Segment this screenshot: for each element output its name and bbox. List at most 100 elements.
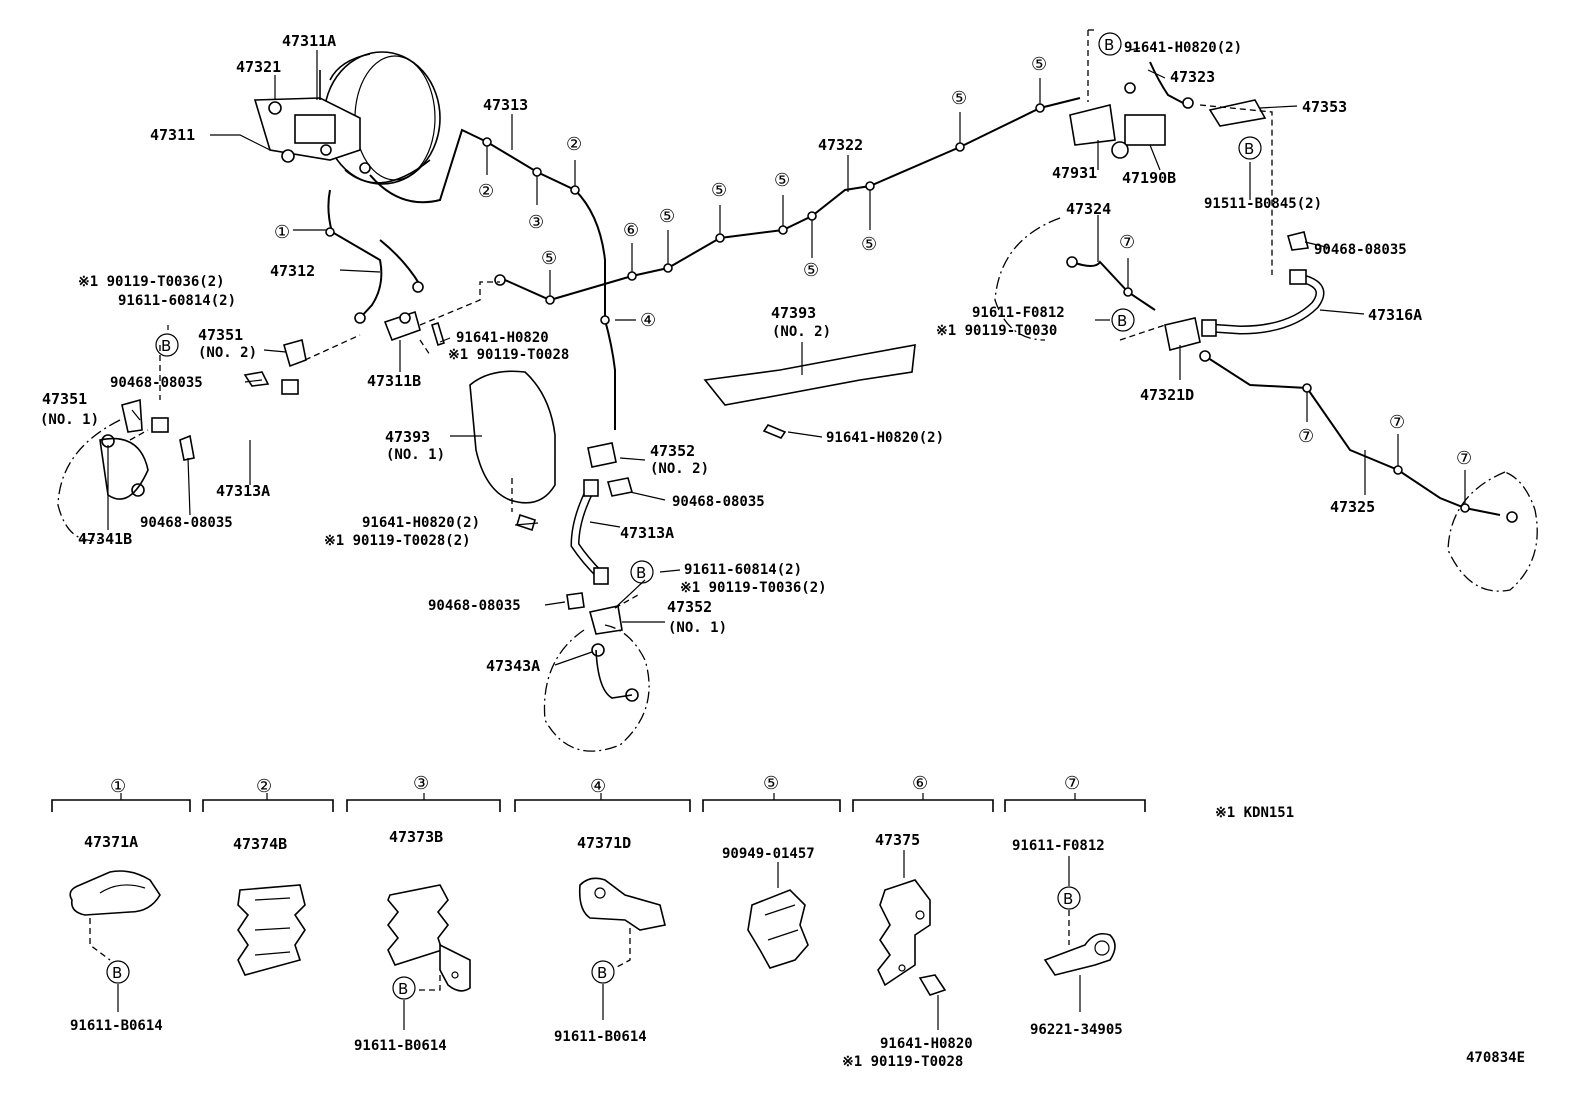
label-47343A: 47343A <box>486 657 540 675</box>
legend-b-marker: B <box>597 964 607 982</box>
label-91641-H0820-2-top: 91641-H0820(2) <box>1124 40 1242 56</box>
dashed-links <box>129 29 1273 609</box>
label-91641-H0820-mid: 91641-H0820 <box>456 330 549 346</box>
legend-47371A: 47371A <box>84 833 138 851</box>
label-91511-B0845-2: 91511-B0845(2) <box>1204 196 1322 212</box>
wheel-outlines <box>57 217 1538 752</box>
label-90119-T0028-mid: ※1 90119-T0028 <box>448 347 569 363</box>
clamp-legend: ① ② ③ ④ ⑤ ⑥ ⑦ 47371A B 91611-B0614 47374… <box>51 773 1146 1070</box>
legend-callout-2: ② <box>256 776 272 797</box>
callout-7: ⑦ <box>1119 232 1135 253</box>
brake-booster <box>253 51 441 185</box>
legend-b-marker: B <box>398 980 408 998</box>
legend-b-marker: B <box>112 964 122 982</box>
label-47313A-left: 47313A <box>216 482 270 500</box>
legend-47373B: 47373B <box>389 828 443 846</box>
label-47324: 47324 <box>1066 200 1111 218</box>
label-91641-H0820-2-right: 91641-H0820(2) <box>826 430 944 446</box>
label-90468-08035-center: 90468-08035 <box>672 494 765 510</box>
legend-91641-H0820: 91641-H0820 <box>880 1036 973 1052</box>
callout-7: ⑦ <box>1298 426 1314 447</box>
label-90468-08035-right: 90468-08035 <box>1314 242 1407 258</box>
callout-4: ④ <box>640 310 656 331</box>
label-47351-no2-sub: (NO. 2) <box>198 345 257 361</box>
label-47190B: 47190B <box>1122 169 1176 187</box>
label-47313: 47313 <box>483 96 528 114</box>
model-note-kdn151: ※1 KDN151 <box>1215 805 1294 821</box>
label-91611-F0812-mid: 91611-F0812 <box>972 305 1065 321</box>
label-47393-no1-sub: (NO. 1) <box>386 447 445 463</box>
label-47321: 47321 <box>236 58 281 76</box>
label-47311A: 47311A <box>282 32 336 50</box>
callout-5: ⑤ <box>774 170 790 191</box>
label-90119-T0036-2-left: ※1 90119-T0036(2) <box>78 274 225 290</box>
callout-1: ① <box>274 222 290 243</box>
tube-nodes <box>325 78 1470 513</box>
label-47351-no2: 47351 <box>198 326 243 344</box>
callout-5: ⑤ <box>803 260 819 281</box>
callout-6: ⑥ <box>623 220 639 241</box>
label-47393-no1: 47393 <box>385 428 430 446</box>
legend-90119-T0028: ※1 90119-T0028 <box>842 1054 963 1070</box>
b-marker: B <box>1244 140 1254 158</box>
legend-47371D: 47371D <box>577 834 631 852</box>
callout-5: ⑤ <box>1031 54 1047 75</box>
label-47393-no2-sub: (NO. 2) <box>772 324 831 340</box>
b-marker: B <box>636 564 646 582</box>
label-47311: 47311 <box>150 126 195 144</box>
legend-47374B: 47374B <box>233 835 287 853</box>
brackets <box>101 82 1518 702</box>
figure-id: 470834E <box>1466 1050 1525 1066</box>
b-marker: B <box>1104 36 1114 54</box>
callout-markers: ① ② ③ ② ④ ⑤ ⑥ ⑤ ⑤ ⑤ ⑤ ⑤ ⑤ ⑤ ⑦ ⑦ ⑦ ⑦ <box>274 54 1472 469</box>
legend-47375: 47375 <box>875 831 920 849</box>
label-47316A: 47316A <box>1368 306 1422 324</box>
label-47352-no1-sub: (NO. 1) <box>668 620 727 636</box>
callout-5: ⑤ <box>659 206 675 227</box>
label-90468-08035-bl: 90468-08035 <box>140 515 233 531</box>
callout-3: ③ <box>528 212 544 233</box>
b-markers: B B B B B <box>155 32 1262 584</box>
legend-callout-1: ① <box>110 776 126 797</box>
callout-2: ② <box>478 181 494 202</box>
label-47321D: 47321D <box>1140 386 1194 404</box>
legend-callout-7: ⑦ <box>1064 773 1080 794</box>
label-90468-08035-left: 90468-08035 <box>110 375 203 391</box>
label-90119-T0030: ※1 90119-T0030 <box>936 323 1057 339</box>
label-47325: 47325 <box>1330 498 1375 516</box>
callout-5: ⑤ <box>541 248 557 269</box>
label-47341B: 47341B <box>78 530 132 548</box>
label-47393-no2: 47393 <box>771 304 816 322</box>
callout-5: ⑤ <box>711 180 727 201</box>
label-47323: 47323 <box>1170 68 1215 86</box>
legend-callout-5: ⑤ <box>763 773 779 794</box>
legend-91611-B0614-c: 91611-B0614 <box>554 1029 647 1045</box>
label-47313A-mid: 47313A <box>620 524 674 542</box>
label-47312: 47312 <box>270 262 315 280</box>
legend-callout-4: ④ <box>590 776 606 797</box>
label-90119-T0036-2-center: ※1 90119-T0036(2) <box>680 580 827 596</box>
label-90468-08035-bottom: 90468-08035 <box>428 598 521 614</box>
legend-callout-3: ③ <box>413 773 429 794</box>
label-47351-no1: 47351 <box>42 390 87 408</box>
label-47311B: 47311B <box>367 372 421 390</box>
brake-hoses <box>151 269 1325 585</box>
legend-90949-01457: 90949-01457 <box>722 846 815 862</box>
leader-lines <box>107 47 1366 666</box>
label-91641-H0820-2-center: 91641-H0820(2) <box>362 515 480 531</box>
legend-91611-B0614-a: 91611-B0614 <box>70 1018 163 1034</box>
legend-91611-B0614-b: 91611-B0614 <box>354 1038 447 1054</box>
label-47351-no1-sub: (NO. 1) <box>40 412 99 428</box>
label-47322: 47322 <box>818 136 863 154</box>
b-marker: B <box>1117 312 1127 330</box>
legend-96221-34905: 96221-34905 <box>1030 1022 1123 1038</box>
callout-2: ② <box>566 134 582 155</box>
callout-5: ⑤ <box>951 88 967 109</box>
label-90119-T0028-2-center: ※1 90119-T0028(2) <box>324 533 471 549</box>
b-marker: B <box>161 337 171 355</box>
label-47352-no2-sub: (NO. 2) <box>650 461 709 477</box>
label-91611-60814-2-left: 91611-60814(2) <box>118 293 236 309</box>
legend-b-marker: B <box>1063 890 1073 908</box>
callout-7: ⑦ <box>1389 412 1405 433</box>
